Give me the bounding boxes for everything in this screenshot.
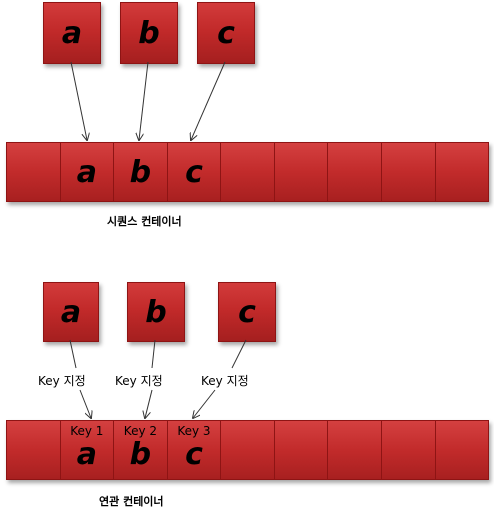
assoc-cell-value: b bbox=[129, 437, 152, 472]
assoc-cell bbox=[328, 421, 382, 479]
assoc-arrow-c-top bbox=[231, 339, 247, 369]
assoc-arrow-c-bottom bbox=[193, 389, 216, 418]
seq-arrow-a bbox=[70, 61, 87, 140]
assoc-item-c-label: c bbox=[238, 294, 256, 330]
assoc-cell bbox=[275, 421, 329, 479]
assoc-cell bbox=[7, 421, 61, 479]
seq-item-a-label: a bbox=[61, 15, 83, 51]
seq-cell: a bbox=[61, 143, 115, 201]
seq-cell bbox=[382, 143, 436, 201]
key-assign-label-c: Key 지정 bbox=[199, 372, 251, 389]
seq-item-c-label: c bbox=[217, 15, 235, 51]
seq-item-c: c bbox=[197, 2, 255, 64]
seq-cell bbox=[7, 143, 61, 201]
assoc-cell-key: Key 1 bbox=[70, 424, 104, 438]
assoc-cell bbox=[382, 421, 436, 479]
seq-cell-value: b bbox=[129, 154, 152, 190]
seq-item-b: b bbox=[120, 2, 178, 64]
assoc-item-b: b bbox=[127, 282, 185, 342]
assoc-arrow-b-bottom bbox=[145, 389, 153, 418]
assoc-cell-key: Key 3 bbox=[177, 424, 211, 438]
sequence-container-caption: 시퀀스 컨테이너 bbox=[107, 215, 182, 228]
seq-cell-value: a bbox=[76, 154, 97, 190]
assoc-cell-value: a bbox=[76, 437, 97, 472]
assoc-arrow-a-top bbox=[69, 339, 77, 369]
seq-cell bbox=[275, 143, 329, 201]
seq-cell bbox=[328, 143, 382, 201]
sequence-container-bar: a b c bbox=[6, 142, 489, 202]
assoc-item-c: c bbox=[218, 282, 276, 342]
assoc-item-b-label: b bbox=[145, 294, 167, 330]
seq-item-a: a bbox=[43, 2, 101, 64]
seq-cell-value: c bbox=[185, 154, 203, 190]
assoc-item-a-label: a bbox=[60, 294, 82, 330]
seq-cell bbox=[221, 143, 275, 201]
key-assign-label-a: Key 지정 bbox=[36, 372, 88, 389]
seq-arrow-b bbox=[139, 61, 149, 140]
seq-arrow-c bbox=[191, 61, 226, 140]
assoc-arrow-a-bottom bbox=[79, 389, 91, 418]
key-assign-label-b: Key 지정 bbox=[113, 372, 165, 389]
assoc-cell bbox=[221, 421, 275, 479]
assoc-cell-key: Key 2 bbox=[123, 424, 158, 438]
assoc-cell-value: c bbox=[185, 437, 203, 472]
seq-cell: b bbox=[114, 143, 168, 201]
seq-item-b-label: b bbox=[138, 15, 160, 51]
seq-cell: c bbox=[168, 143, 222, 201]
associative-container-caption: 연관 컨테이너 bbox=[99, 495, 164, 508]
assoc-item-a: a bbox=[43, 282, 99, 342]
assoc-arrow-b-top bbox=[151, 339, 156, 369]
